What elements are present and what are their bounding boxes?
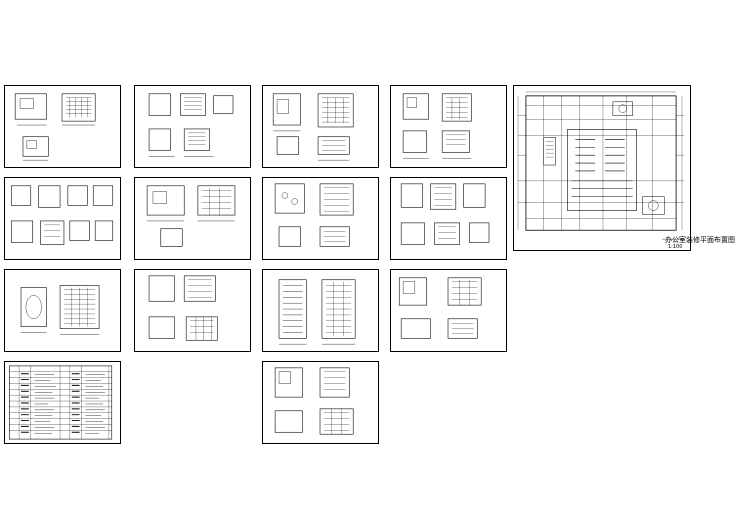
sheet-3-drawing (272, 93, 354, 161)
sheet-4-drawing (402, 93, 472, 159)
drawing-sheet-3[interactable] (262, 85, 379, 168)
drawing-sheet-12[interactable] (390, 269, 507, 352)
drawing-sheet-6[interactable] (134, 177, 251, 260)
drawing-sheet-10[interactable] (134, 269, 251, 352)
sheet-9-drawing (20, 285, 100, 335)
sheet-8-drawing (400, 183, 490, 245)
sheet-10-drawing (148, 275, 218, 341)
drawing-sheet-1[interactable] (4, 85, 121, 168)
master-plan-drawing (517, 91, 684, 240)
drawing-sheet-14[interactable] (262, 361, 379, 444)
sheet-2-drawing (148, 93, 234, 157)
sheet-14-drawing (274, 367, 354, 435)
drawing-sheet-7[interactable] (262, 177, 379, 260)
master-plan-title: 办公室装修平面布置图 (665, 236, 735, 244)
drawing-sheet-4[interactable] (390, 85, 507, 168)
drawing-sheet-9[interactable] (4, 269, 121, 352)
sheet-12-drawing (398, 277, 482, 339)
master-plan-scale: 1:100 (668, 244, 683, 250)
sheet-7-drawing (274, 183, 354, 247)
legend-sheet[interactable] (4, 361, 121, 444)
master-plan-sheet[interactable]: 办公室装修平面布置图 1:100 (513, 85, 735, 251)
sheet-6-drawing (146, 185, 236, 247)
sheet-5-drawing (10, 185, 114, 245)
drawing-sheet-11[interactable] (262, 269, 379, 352)
sheet-1-drawing (14, 93, 96, 161)
drawing-sheet-2[interactable] (134, 85, 251, 168)
legend-table (9, 365, 113, 440)
drawing-sheet-8[interactable] (390, 177, 507, 260)
drawing-sheet-5[interactable] (4, 177, 121, 260)
sheet-11-drawing (278, 279, 356, 345)
